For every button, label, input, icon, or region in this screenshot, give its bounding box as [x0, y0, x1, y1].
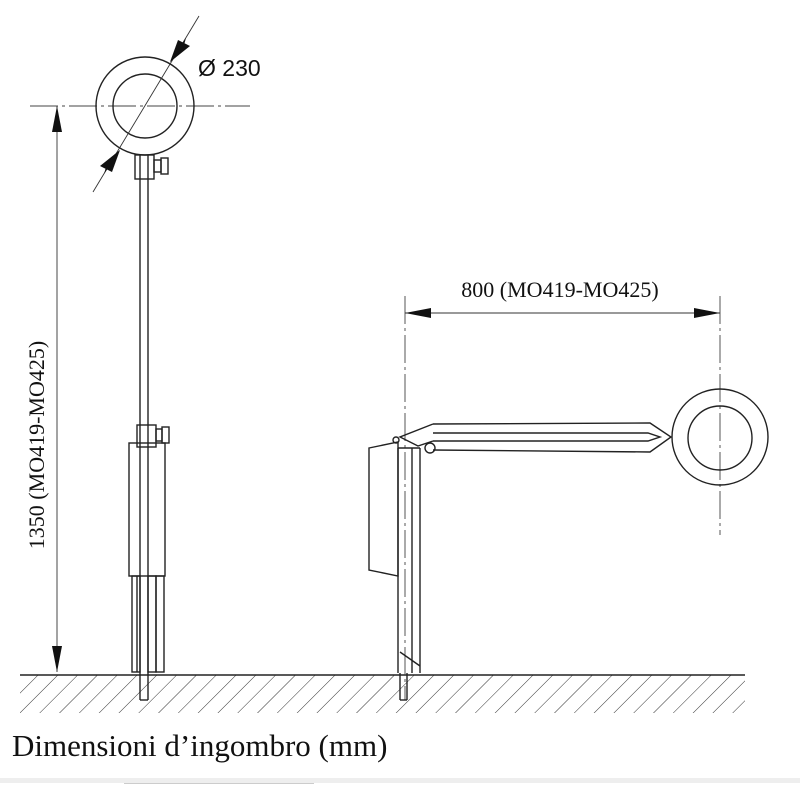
height-dimension	[52, 106, 62, 672]
ground	[20, 674, 745, 713]
diameter-label: Ø 230	[198, 55, 261, 81]
caption: Dimensioni d’ingombro (mm)	[12, 728, 388, 763]
front-view-lamp	[30, 15, 250, 701]
side-view-lamp	[368, 296, 769, 701]
divider-line	[124, 783, 314, 784]
height-label: 1350 (MO419-MO425)	[24, 341, 49, 549]
reach-label: 800 (MO419-MO425)	[461, 277, 658, 302]
divider	[0, 778, 800, 783]
